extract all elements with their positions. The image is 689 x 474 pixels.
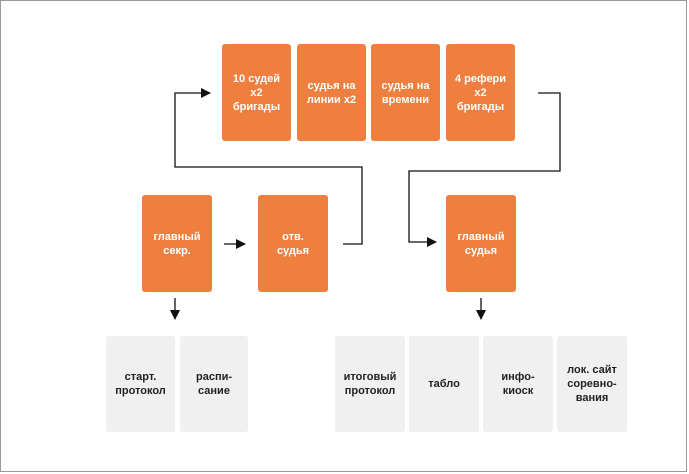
start-protocol-label: старт. протокол bbox=[115, 371, 166, 397]
start-protocol-box: старт. протокол bbox=[106, 336, 175, 432]
main-secretary-label: главный секр. bbox=[153, 230, 201, 257]
referees-label: 4 рефери х2 бригады bbox=[454, 72, 507, 113]
connector-top-to-chief bbox=[408, 92, 561, 247]
final-protocol-label: итоговый протокол bbox=[343, 371, 397, 397]
info-kiosk-label: инфо- киоск bbox=[501, 371, 535, 397]
local-site-label: лок. сайт соревно- вания bbox=[567, 364, 617, 404]
main-secretary-box: главный секр. bbox=[142, 195, 212, 292]
scoreboard-box: табло bbox=[409, 336, 479, 432]
judges-brigades-label: 10 судей х2 бригады bbox=[232, 72, 281, 113]
time-judge-box: судья на времени bbox=[371, 44, 440, 141]
line-judges-box: судья на линии х2 bbox=[297, 44, 366, 141]
referees-box: 4 рефери х2 бригады bbox=[446, 44, 515, 141]
info-kiosk-box: инфо- киоск bbox=[483, 336, 553, 432]
chief-judge-box: главный судья bbox=[446, 195, 516, 292]
line-judges-label: судья на линии х2 bbox=[306, 79, 357, 106]
scoreboard-label: табло bbox=[428, 378, 460, 390]
time-judge-label: судья на времени bbox=[381, 79, 430, 106]
schedule-box: распи- сание bbox=[180, 336, 248, 432]
local-site-box: лок. сайт соревно- вания bbox=[557, 336, 627, 432]
final-protocol-box: итоговый протокол bbox=[335, 336, 405, 432]
judges-brigades-box: 10 судей х2 бригады bbox=[222, 44, 291, 141]
connector-responsible-to-top bbox=[174, 88, 363, 245]
responsible-judge-box: отв. судья bbox=[258, 195, 328, 292]
responsible-judge-label: отв. судья bbox=[276, 230, 310, 257]
chief-judge-label: главный судья bbox=[457, 230, 505, 257]
schedule-label: распи- сание bbox=[195, 371, 233, 397]
